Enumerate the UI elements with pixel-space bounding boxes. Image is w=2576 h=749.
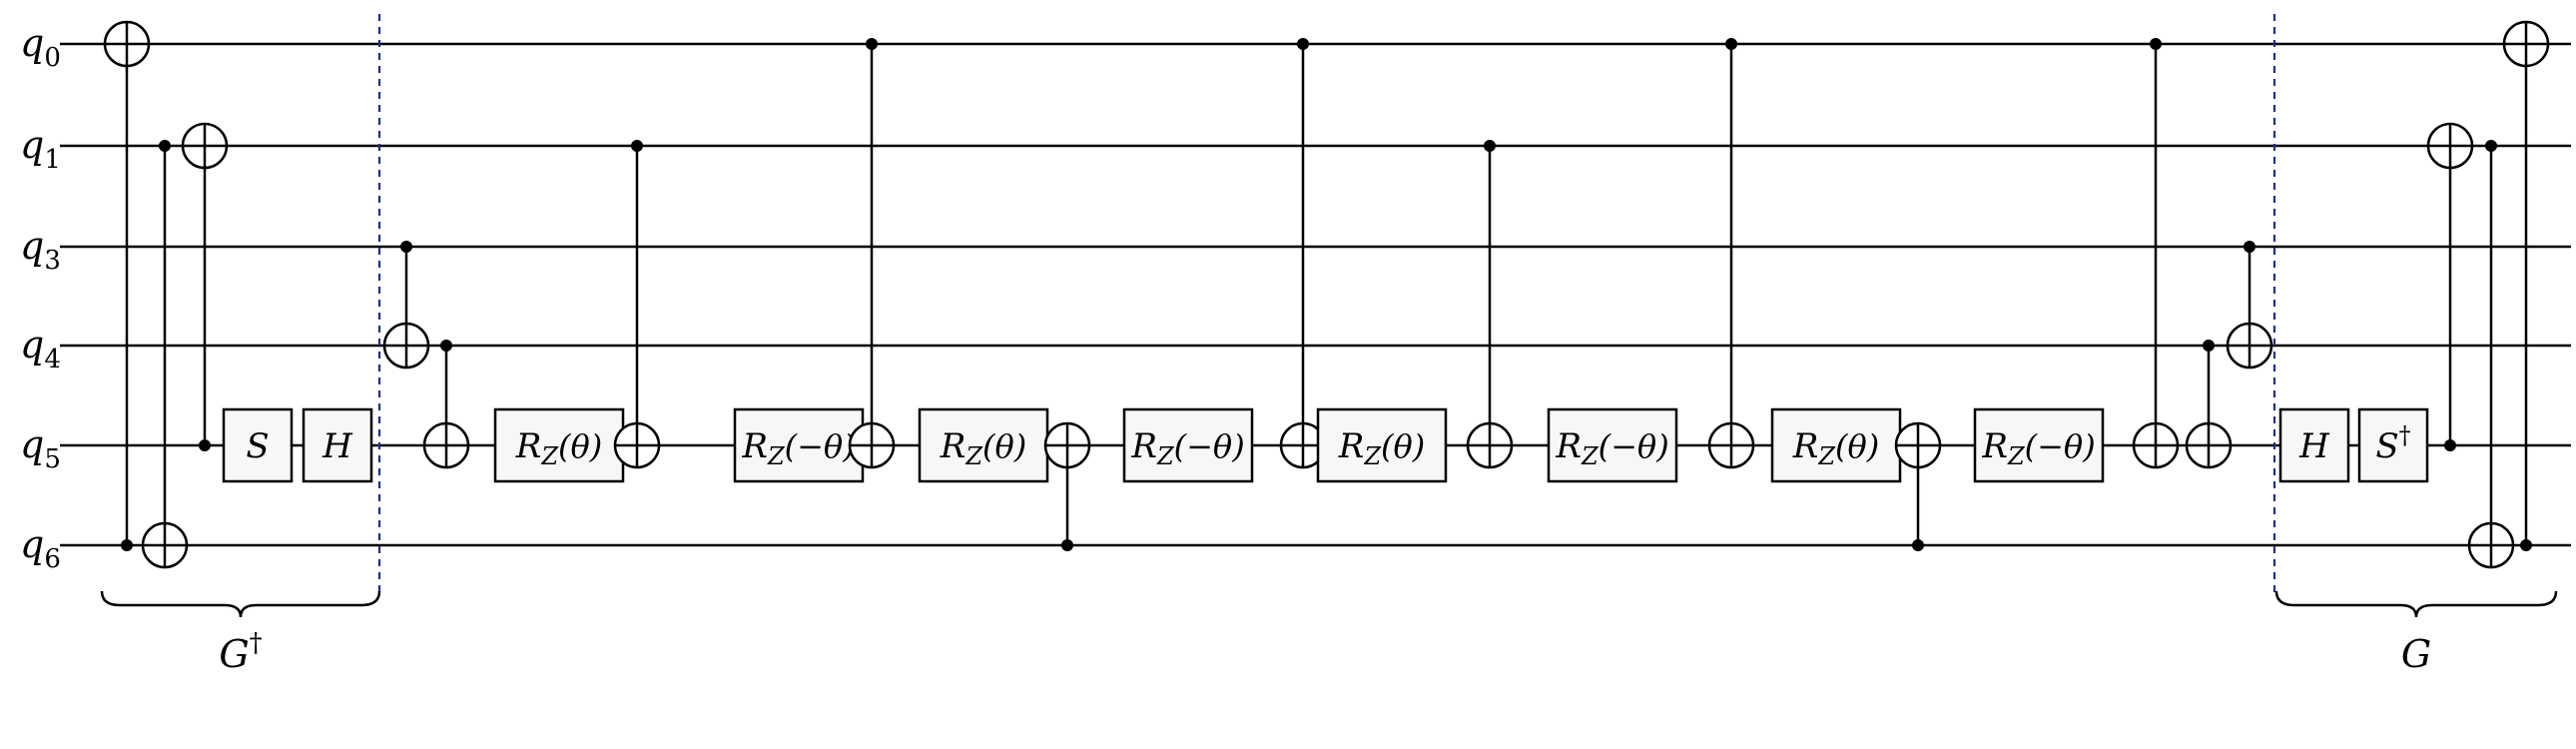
gate-7-cnot [422,340,470,469]
gate-21-cnot [1894,421,1942,551]
group-brace-1 [100,590,381,618]
gate-label: RZ(−θ) [1981,426,2095,470]
gate-9-cnot [613,140,661,469]
qubit-wires [60,42,2571,547]
gate-label: RZ(θ) [940,426,1027,470]
gate-2-cnot [141,140,189,569]
gate-box [1770,407,1902,483]
gate-3-cnot [181,122,229,451]
gate-8-rz: RZ(θ) [493,407,625,483]
gate-box [493,407,625,483]
gate-box [1973,407,2105,483]
gate-label: RZ(−θ) [1130,426,1244,470]
gate-30-cnot [2502,20,2550,551]
gate-22-rz: RZ(−θ) [1973,407,2105,483]
gate-19-cnot [1707,38,1755,469]
control-dot [631,140,643,152]
gate-label: RZ(θ) [1792,426,1880,470]
gate-box [2357,407,2429,483]
control-dot [1725,38,1737,50]
qubit-labels: q0 q1 q3 q4 q5 q6 [20,21,61,574]
gate-20-rz: RZ(θ) [1770,407,1902,483]
gate-box [1316,407,1448,483]
gate-13-cnot [1043,421,1091,551]
gate-box [733,407,865,483]
control-dot [1297,38,1309,50]
control-dot [199,439,211,451]
control-dot [121,539,133,551]
control-dot [866,38,878,50]
gate-25-cnot [2226,241,2273,370]
gate-label: S [246,426,269,466]
control-dot [440,340,452,352]
gate-16-rz: RZ(θ) [1316,407,1448,483]
gate-label: RZ(−θ) [741,426,855,470]
control-dot [2444,439,2456,451]
gate-label: H [322,426,353,466]
gate-4-single: S [222,407,294,483]
gate-1-cnot [103,20,151,551]
control-dot [1484,140,1496,152]
group-label-1: G† [219,628,262,676]
gate-11-cnot [848,38,896,469]
control-dot [2520,539,2532,551]
gate-10-rz: RZ(−θ) [733,407,865,483]
group-separators [377,14,2276,597]
gate-5-single: H [302,407,373,483]
control-dot [1912,539,1924,551]
control-dot [2485,140,2497,152]
gate-27-single: S† [2357,407,2429,483]
gate-label: RZ(θ) [1338,426,1426,470]
group-label-2: G [2401,632,2431,676]
gate-23-cnot [2132,38,2180,469]
control-dot [2203,340,2215,352]
control-dot [1061,539,1073,551]
qubit-label-0: q0 [20,21,61,73]
group-brace-2 [2274,590,2558,618]
control-dot [2244,241,2255,253]
gate-label: RZ(θ) [515,426,603,470]
control-dot [400,241,412,253]
gate-box [2278,407,2350,483]
gate-box [302,407,373,483]
gate-label: RZ(−θ) [1555,426,1668,470]
gate-label: S† [2375,421,2410,466]
gate-box [1547,407,1678,483]
qubit-label-5: q5 [20,422,61,474]
qubit-label-3: q3 [20,224,61,276]
gate-17-cnot [1466,140,1514,469]
control-dot [2150,38,2162,50]
gates: S H RZ(θ) RZ(−θ) RZ(θ) RZ(−θ) RZ(θ) RZ(−θ) RZ(θ)… [103,20,2550,569]
gate-box [1122,407,1254,483]
control-dot [159,140,171,152]
gate-24-cnot [2185,340,2233,469]
gate-14-rz: RZ(−θ) [1122,407,1254,483]
gate-15-cnot [1279,38,1327,469]
qubit-label-6: q6 [20,522,61,574]
gate-26-single: H [2278,407,2350,483]
qubit-label-4: q4 [20,323,61,374]
qubit-label-1: q1 [20,123,61,175]
group-braces: G† G [100,590,2558,676]
gate-6-cnot [382,241,430,370]
gate-12-rz: RZ(θ) [918,407,1049,483]
gate-28-cnot [2426,122,2474,451]
gate-18-rz: RZ(−θ) [1547,407,1678,483]
gate-label: H [2298,426,2330,466]
gate-box [222,407,294,483]
gate-29-cnot [2467,140,2515,569]
